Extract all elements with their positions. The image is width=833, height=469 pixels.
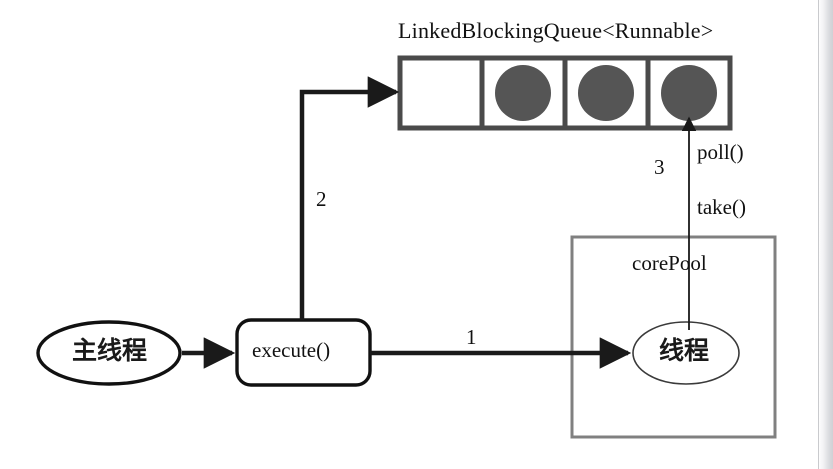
execute-label: execute() <box>252 338 331 362</box>
main-thread-label: 主线程 <box>72 336 148 365</box>
worker-thread-ellipse <box>632 321 740 385</box>
edge-label-1: 1 <box>466 325 477 349</box>
poll-annotation: poll() <box>697 140 744 164</box>
queue-box <box>397 55 733 131</box>
take-annotation: take() <box>697 195 746 219</box>
corepool-label: corePool <box>632 251 707 275</box>
page-edge-shadow <box>818 0 833 469</box>
edge-label-2: 2 <box>316 187 327 211</box>
edge-2-execute-to-queue <box>299 76 400 320</box>
queue-task-circle-3 <box>578 65 634 121</box>
main-thread-ellipse <box>36 320 182 386</box>
worker-thread-label: 线程 <box>659 336 710 365</box>
page-edge-line <box>818 0 819 469</box>
queue-title: LinkedBlockingQueue<Runnable> <box>398 18 714 43</box>
queue-task-circle-2 <box>495 65 551 121</box>
queue-task-circle-4 <box>661 65 717 121</box>
edge-label-3: 3 <box>654 155 665 179</box>
